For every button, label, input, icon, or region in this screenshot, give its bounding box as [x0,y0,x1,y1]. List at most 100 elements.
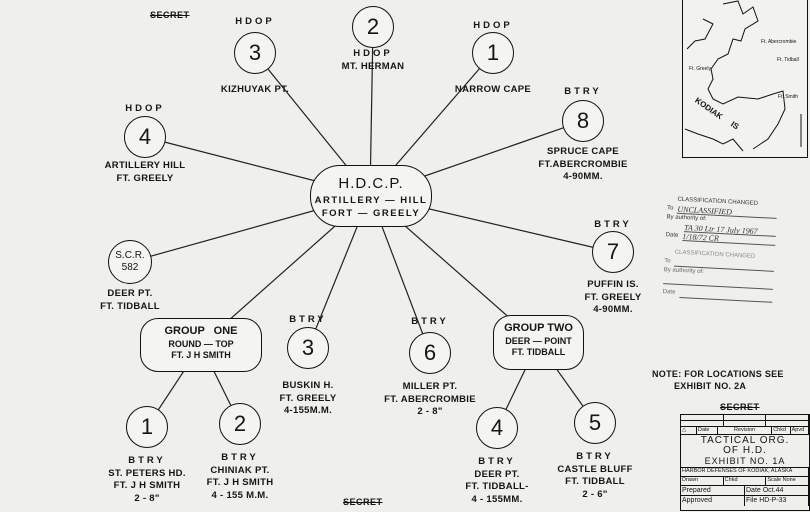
group-two-line1: DEER — POINT [505,336,572,346]
node-description-line: FT. GREELY [116,172,174,184]
node-description-line: 4 - 155MM. [471,493,523,505]
group-one-line1: ROUND — TOP [168,339,234,349]
stamp-to-label-2: To [664,258,671,265]
node-description-line: FT. J H SMITH [206,477,274,488]
title-block: △ Date Revision Chkd Apvd TACTICAL ORG. … [680,414,810,511]
kodiak-island-inset-map: Ft. Abercrombie Ft. Tidball Ft. Greely F… [682,0,808,158]
node-description-line: 2 - 8" [134,492,160,504]
node-description-line: NARROW CAPE [454,84,532,95]
node-description: DEER PT.FT. TIDBALL [100,288,160,313]
node-description-line: 4-90MM. [563,171,603,182]
map-label-smith: Ft. Smith [778,94,799,100]
note-line1: NOTE: FOR LOCATIONS SEE [652,369,784,379]
node-description-line: HDOP [353,48,393,59]
node-type-label: BTRY [411,316,449,327]
node-description-line: FT. GREELY [279,392,337,404]
rev-col-apvd: Apvd [791,427,809,434]
node-description-line: PUFFIN IS. [587,279,639,290]
node-description-line: BUSKIN H. [282,380,334,391]
node-description: KIZHUYAK PT. [221,84,289,97]
node-circle-hdop2: 2 [352,6,394,48]
hdcp-title: H.D.C.P. [338,175,404,192]
title-line1: TACTICAL ORG. [700,435,790,446]
group-two-line2: FT. TIDBALL [511,347,566,357]
node-description-line: MT. HERMAN [341,60,405,72]
node-circle-btry8: 8 [562,100,604,142]
scale-label: Scale None [766,477,810,485]
revision-header-row: △ Date Revision Chkd Apvd [681,427,809,435]
node-circle-btry6: 6 [409,332,451,374]
title-line3: EXHIBIT NO. 1A [704,456,786,466]
location-note: NOTE: FOR LOCATIONS SEE EXHIBIT NO. 2A [652,368,784,392]
hdcp-line1: ARTILLERY — HILL [314,195,428,206]
map-label-abercrombie: Ft. Abercrombie [761,39,797,45]
hdcp-node: H.D.C.P. ARTILLERY — HILL FORT — GREELY [310,165,432,227]
approved-label: Approved [681,496,745,506]
node-type-label: BTRY [594,219,632,230]
node-type-label: HDOP [235,16,275,27]
coastline-drawing [684,0,802,152]
node-description-line: CHINIAK PT. [210,464,270,476]
node-description-line: FT.ABERCROMBIE [538,158,628,170]
rev-col-date: Date [697,427,718,434]
rev-col-delta: △ [681,427,697,434]
node-description-line: BTRY [221,452,259,463]
node-description-line: ST. PETERS HD. [108,467,186,479]
node-description-line: 4-90MM. [593,304,633,315]
node-circle-btry7: 7 [592,231,634,273]
node-circle-btry4: 4 [476,407,518,449]
secret-marking-top: SECRET [150,10,190,20]
node-description-line: 4-155M.M. [283,405,333,416]
org-name: HARBOR DEFENSES OF KODIAK, ALASKA [681,468,809,476]
drawn-label: Drawn [681,477,724,485]
node-circle-btry2: 2 [219,403,261,445]
node-description-line: BTRY [478,456,516,467]
node-description-line: DEER PT. [107,288,153,299]
title-block-secret: SECRET [720,402,760,412]
chkd-label: Chkd [724,477,767,485]
node-description-line: CASTLE BLUFF [557,463,633,475]
node-circle-btry3: 3 [287,327,329,369]
group-two-node: GROUP TWO DEER — POINT FT. TIDBALL [493,315,584,370]
node-description-line: MILLER PT. [402,381,458,392]
node-circle-hdop4: 4 [124,116,166,158]
node-description-line: 2 - 8" [417,406,443,417]
node-description-line: FT. TIDBALL [565,476,625,487]
node-description-line: FT. TIDBALL [100,300,160,312]
node-description-line: FT. TIDBALL- [465,481,529,492]
group-one-title: GROUP ONE [164,325,238,337]
node-description-line: BTRY [576,451,614,462]
file-label: File HD-P-33 [745,496,809,506]
group-one-node: GROUP ONE ROUND — TOP FT. J H SMITH [140,318,262,372]
node-description-line: 4 - 155 M.M. [211,489,269,501]
stamp-date-label-2: Date [662,289,676,296]
node-circle-hdop1: 1 [472,32,514,74]
title-line2: OF H.D. [723,445,767,456]
node-description-line: FT. J H SMITH [113,480,181,491]
note-line2: EXHIBIT NO. 2A [674,381,747,391]
node-type-label: HDOP [125,103,165,114]
map-label-tidball: Ft. Tidball [777,57,799,63]
node-circle-hdop3: 3 [234,32,276,74]
node-type-label: HDOP [473,20,513,31]
node-type-label: BTRY [289,314,327,325]
node-description-line: KIZHUYAK PT. [220,84,290,95]
hdcp-line2: FORT — GREELY [321,208,421,219]
node-description: NARROW CAPE [455,84,531,97]
stamp-to-label: To [666,205,674,212]
node-description-line: ARTILLERY HILL [104,160,186,171]
secret-marking-bottom: SECRET [343,497,383,507]
node-circle-btry1: 1 [126,406,168,448]
rev-col-chkd: Chkd [772,427,791,434]
map-label-greely: Ft. Greely [689,66,711,72]
